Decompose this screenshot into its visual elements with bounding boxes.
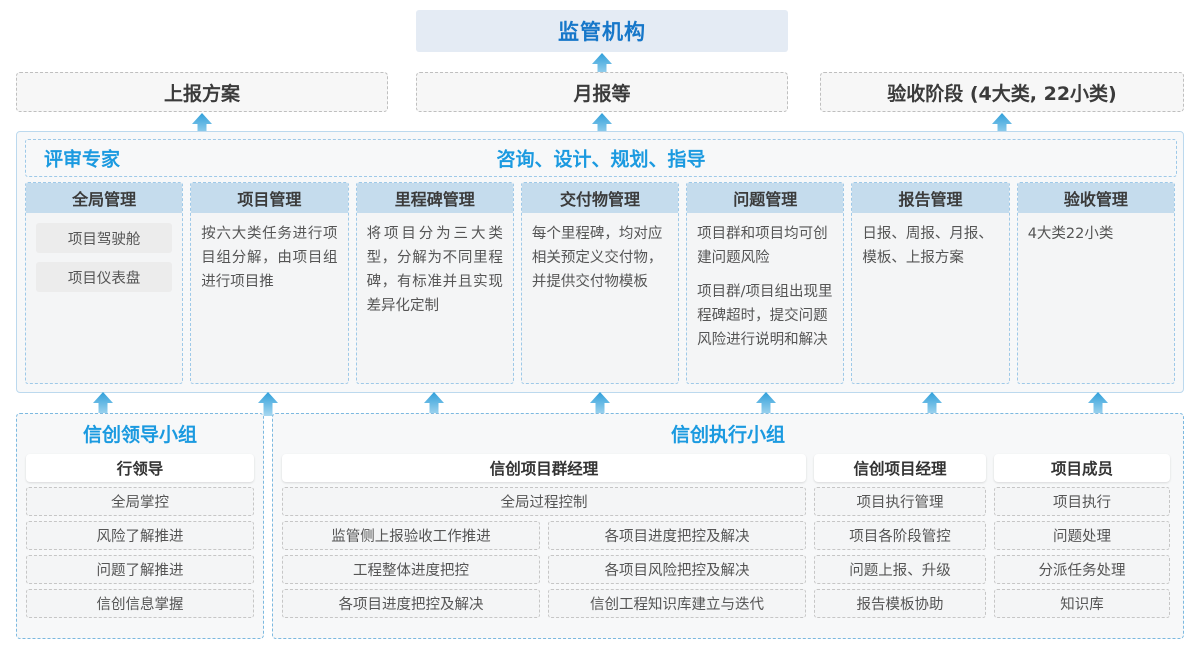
arrow-up-icon bbox=[755, 391, 777, 417]
arrow-up-icon bbox=[191, 112, 213, 138]
column-header: 里程碑管理 bbox=[356, 183, 513, 213]
task-item[interactable]: 问题了解推进 bbox=[26, 555, 254, 584]
task-item[interactable]: 各项目进度把控及解决 bbox=[282, 589, 540, 618]
column-paragraph: 项目群和项目均可创建问题风险 bbox=[697, 226, 828, 266]
column-paragraph: 按六大类任务进行项目组分解，由项目组进行项目推 bbox=[201, 226, 338, 290]
task-item[interactable]: 信创工程知识库建立与迭代 bbox=[548, 589, 806, 618]
role-header-project-manager[interactable]: 信创项目经理 bbox=[814, 454, 986, 482]
column-paragraph: 将项目分为三大类型，分解为不同里程碑，有标准并且实现差异化定制 bbox=[366, 226, 503, 314]
regulator-label: 监管机构 bbox=[558, 20, 646, 44]
project-manager-column: 信创项目经理 项目执行管理 项目各阶段管控 问题上报、升级 报告模板协助 bbox=[814, 448, 986, 618]
report-box-plan: 上报方案 bbox=[16, 72, 388, 112]
task-item[interactable]: 问题处理 bbox=[994, 521, 1170, 550]
arrow-up-icon bbox=[589, 391, 611, 417]
role-header-project-members[interactable]: 项目成员 bbox=[994, 454, 1170, 482]
report-box-acceptance: 验收阶段 (4大类, 22小类) bbox=[820, 72, 1184, 112]
regulator-box: 监管机构 bbox=[416, 10, 788, 52]
task-item[interactable]: 各项目进度把控及解决 bbox=[548, 521, 806, 550]
column-deliverable-management[interactable]: 交付物管理 每个里程碑，均对应相关预定义交付物，并提供交付物模板 bbox=[520, 182, 680, 384]
column-header: 报告管理 bbox=[852, 183, 1009, 213]
column-acceptance-management[interactable]: 验收管理 4大类22小类 bbox=[1016, 182, 1175, 384]
arrow-up-icon bbox=[92, 391, 114, 417]
task-item[interactable]: 信创信息掌握 bbox=[26, 589, 254, 618]
role-header-program-manager[interactable]: 信创项目群经理 bbox=[282, 454, 806, 482]
arrow-up-icon bbox=[423, 391, 445, 417]
task-item[interactable]: 项目各阶段管控 bbox=[814, 521, 986, 550]
column-milestone-management[interactable]: 里程碑管理 将项目分为三大类型，分解为不同里程碑，有标准并且实现差异化定制 bbox=[355, 182, 514, 384]
feature-pill[interactable]: 项目仪表盘 bbox=[36, 262, 173, 292]
arrow-up-icon bbox=[591, 52, 613, 78]
column-global-management[interactable]: 全局管理 项目驾驶舱 项目仪表盘 bbox=[25, 182, 184, 384]
task-item[interactable]: 监管侧上报验收工作推进 bbox=[282, 521, 540, 550]
column-issue-management[interactable]: 问题管理 项目群和项目均可创建问题风险 项目群/项目组出现里程碑超时，提交问题风… bbox=[686, 182, 845, 384]
consulting-label: 咨询、设计、规划、指导 bbox=[496, 148, 706, 171]
column-project-management[interactable]: 项目管理 按六大类任务进行项目组分解，由项目组进行项目推 bbox=[190, 182, 349, 384]
column-header: 验收管理 bbox=[1017, 183, 1174, 213]
report-label: 验收阶段 (4大类, 22小类) bbox=[887, 82, 1117, 105]
project-members-column: 项目成员 项目执行 问题处理 分派任务处理 知识库 bbox=[994, 448, 1170, 618]
exec-group-panel: 信创执行小组 信创项目群经理 全局过程控制 监管侧上报验收工作推进 工程整体进度… bbox=[272, 413, 1184, 639]
leader-group-panel: 信创领导小组 行领导 全局掌控 风险了解推进 问题了解推进 信创信息掌握 bbox=[16, 413, 264, 639]
column-header: 全局管理 bbox=[26, 183, 183, 213]
column-paragraph: 项目群/项目组出现里程碑超时，提交问题风险进行说明和解决 bbox=[697, 283, 833, 348]
feature-pill[interactable]: 项目驾驶舱 bbox=[36, 223, 173, 253]
task-item[interactable]: 各项目风险把控及解决 bbox=[548, 555, 806, 584]
task-item[interactable]: 知识库 bbox=[994, 589, 1170, 618]
experts-label: 评审专家 bbox=[44, 148, 121, 171]
column-header: 问题管理 bbox=[687, 183, 844, 213]
column-header: 交付物管理 bbox=[521, 183, 679, 213]
report-label: 月报等 bbox=[573, 82, 631, 105]
arrow-up-icon bbox=[1087, 391, 1109, 417]
exec-group-title: 信创执行小组 bbox=[670, 424, 785, 446]
report-box-monthly: 月报等 bbox=[416, 72, 788, 112]
task-item[interactable]: 项目执行管理 bbox=[814, 487, 986, 516]
column-report-management[interactable]: 报告管理 日报、周报、月报、模板、上报方案 bbox=[851, 182, 1010, 384]
column-paragraph: 日报、周报、月报、模板、上报方案 bbox=[862, 226, 993, 266]
column-paragraph: 每个里程碑，均对应相关预定义交付物，并提供交付物模板 bbox=[531, 226, 663, 290]
arrow-up-icon bbox=[921, 391, 943, 417]
leader-group-title: 信创领导小组 bbox=[82, 424, 197, 446]
experts-band: 评审专家 咨询、设计、规划、指导 bbox=[25, 139, 1177, 177]
arrow-up-icon bbox=[991, 112, 1013, 138]
column-paragraph: 4大类22小类 bbox=[1027, 226, 1114, 242]
task-item[interactable]: 风险了解推进 bbox=[26, 521, 254, 550]
platform-panel: 评审专家 咨询、设计、规划、指导 全局管理 项目驾驶舱 项目仪表盘 项目管理 按… bbox=[16, 131, 1184, 393]
column-header: 项目管理 bbox=[191, 183, 348, 213]
task-item[interactable]: 项目执行 bbox=[994, 487, 1170, 516]
task-item[interactable]: 工程整体进度把控 bbox=[282, 555, 540, 584]
arrow-up-icon bbox=[257, 391, 279, 417]
task-item[interactable]: 问题上报、升级 bbox=[814, 555, 986, 584]
role-header-bank-leader[interactable]: 行领导 bbox=[26, 454, 254, 482]
task-item[interactable]: 分派任务处理 bbox=[994, 555, 1170, 584]
task-item[interactable]: 报告模板协助 bbox=[814, 589, 986, 618]
management-columns: 全局管理 项目驾驶舱 项目仪表盘 项目管理 按六大类任务进行项目组分解，由项目组… bbox=[25, 182, 1175, 384]
program-manager-column: 信创项目群经理 全局过程控制 监管侧上报验收工作推进 工程整体进度把控 各项目进… bbox=[282, 448, 806, 618]
task-item[interactable]: 全局过程控制 bbox=[282, 487, 806, 516]
task-item[interactable]: 全局掌控 bbox=[26, 487, 254, 516]
arrow-up-icon bbox=[591, 112, 613, 138]
report-label: 上报方案 bbox=[163, 82, 240, 105]
